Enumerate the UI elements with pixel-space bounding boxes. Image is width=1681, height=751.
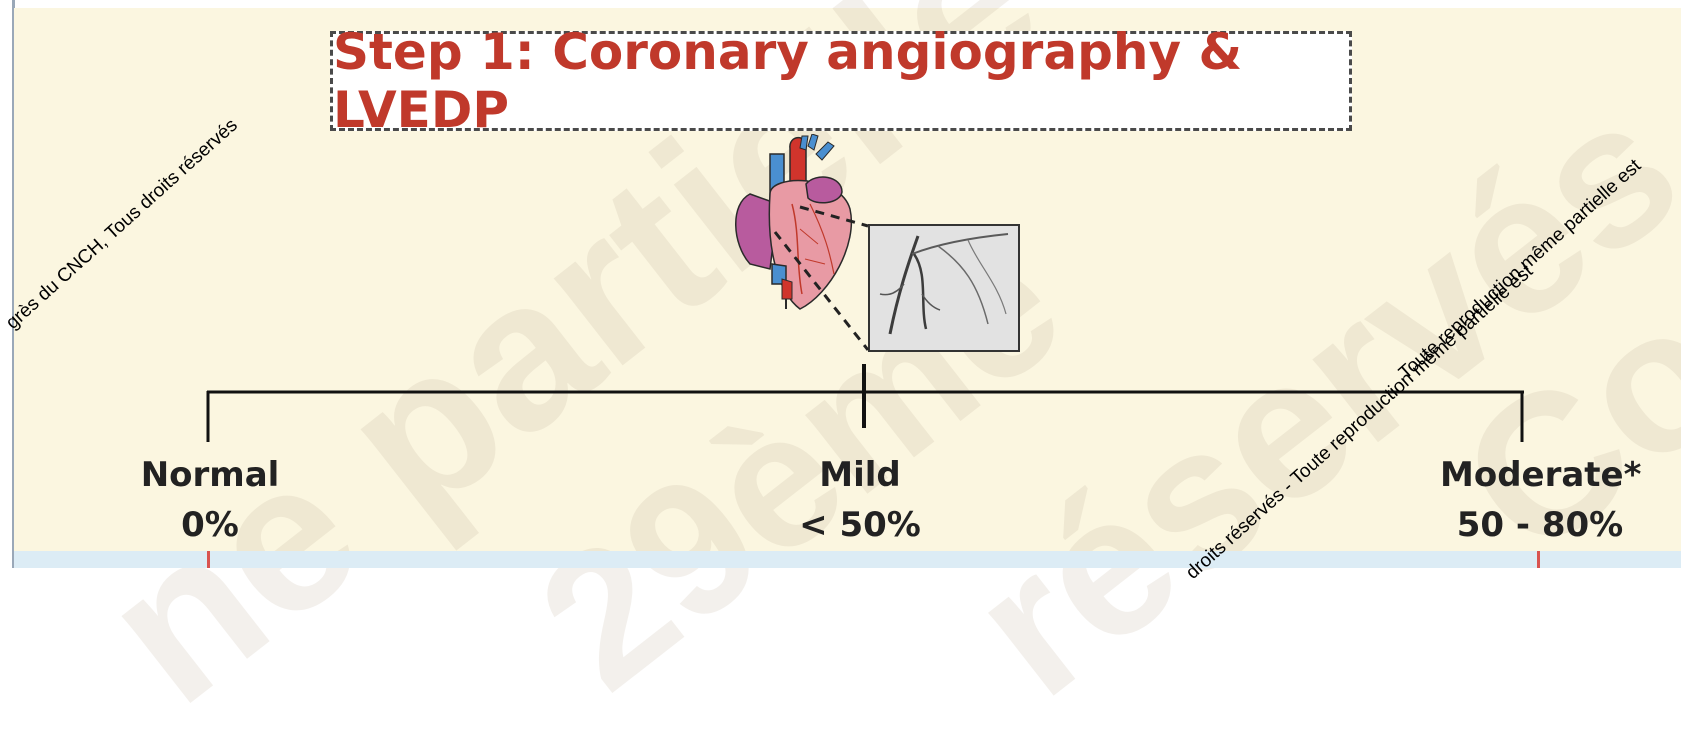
moderate-branch-tick xyxy=(1537,551,1540,568)
category-mild-label: Mild xyxy=(780,450,940,500)
category-mild: Mild < 50% xyxy=(780,450,940,550)
heart-icon xyxy=(730,134,860,324)
category-moderate: Moderate* 50 - 80% xyxy=(1440,450,1640,550)
category-mild-range: < 50% xyxy=(780,500,940,550)
step-title: Step 1: Coronary angiography & LVEDP xyxy=(333,23,1349,139)
step-title-box: Step 1: Coronary angiography & LVEDP xyxy=(330,31,1352,131)
category-normal: Normal 0% xyxy=(130,450,290,550)
category-moderate-label: Moderate* xyxy=(1440,450,1640,500)
category-normal-range: 0% xyxy=(130,500,290,550)
category-moderate-range: 50 - 80% xyxy=(1440,500,1640,550)
category-normal-label: Normal xyxy=(130,450,290,500)
normal-branch-tick xyxy=(207,551,210,568)
bottom-band xyxy=(14,551,1681,568)
angiogram-image xyxy=(868,224,1020,352)
